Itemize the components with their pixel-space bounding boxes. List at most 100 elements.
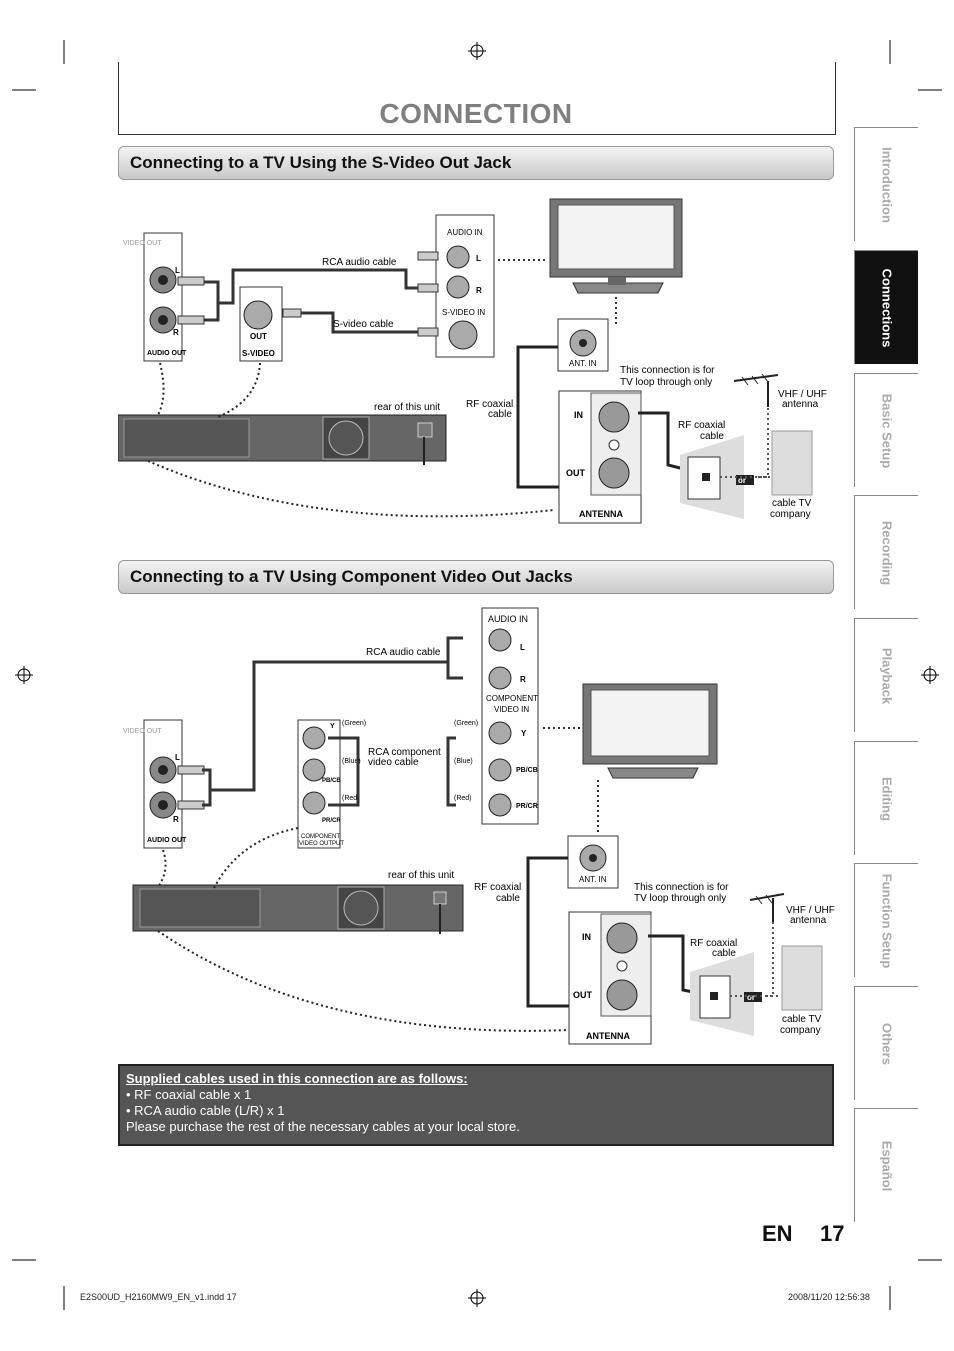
svg-text:This connection is for: This connection is for [634, 882, 729, 893]
label-cable-tv-1: cable TV [772, 498, 812, 509]
footer-date: 2008/11/20 12:56:38 [788, 1292, 870, 1302]
outdoor-antenna-icon [749, 893, 785, 922]
label-audio-out: AUDIO OUT [147, 350, 187, 357]
label-s-video-cable: S-video cable [333, 319, 394, 330]
tab-connections[interactable]: Connections [854, 250, 918, 364]
svg-text:L: L [520, 643, 525, 652]
svg-text:VIDEO OUT: VIDEO OUT [123, 728, 162, 735]
tab-introduction[interactable]: Introduction [854, 127, 918, 241]
svg-text:company: company [780, 1025, 821, 1036]
svg-text:antenna: antenna [790, 915, 827, 926]
svg-text:PR/CR: PR/CR [322, 818, 341, 824]
note-line: Please purchase the rest of the necessar… [126, 1119, 520, 1134]
cable-tv-building-icon [771, 430, 813, 496]
label-loop-note-2: TV loop through only [620, 377, 712, 388]
tv-icon [582, 683, 718, 779]
dvd-recorder-rear [118, 414, 447, 465]
svg-text:(Red): (Red) [454, 795, 472, 802]
svg-text:cable: cable [488, 409, 512, 420]
svg-text:RCA component: RCA component [368, 747, 441, 758]
svg-text:company: company [770, 509, 811, 520]
section-title: Connecting to a TV Using the S-Video Out… [130, 153, 512, 172]
svg-text:RF coaxial: RF coaxial [474, 882, 521, 893]
svg-text:IN: IN [582, 932, 591, 942]
supplied-cables-note: Supplied cables used in this connection … [118, 1064, 834, 1146]
label-loop-note-1: This connection is for [620, 365, 715, 376]
svg-text:R: R [520, 675, 526, 684]
dvd-audio-jack-panel: VIDEO OUT L R AUDIO OUT [123, 232, 187, 362]
svg-text:ANTENNA: ANTENNA [586, 1031, 630, 1041]
footer-file: E2S00UD_H2160MW9_EN_v1.indd 17 [80, 1292, 237, 1302]
svg-text:RCA audio cable: RCA audio cable [366, 647, 441, 658]
tab-basic-setup[interactable]: Basic Setup [854, 373, 918, 487]
svg-text:L: L [476, 254, 481, 263]
svg-text:(Red): (Red) [342, 795, 360, 802]
svg-text:AUDIO OUT: AUDIO OUT [147, 837, 187, 844]
tab-recording[interactable]: Recording [854, 495, 918, 609]
antenna-splitter: IN OUT ANTENNA [568, 911, 652, 1045]
svg-text:cable TV: cable TV [782, 1014, 822, 1025]
svg-text:PR/CR: PR/CR [516, 803, 538, 810]
label-video-out: VIDEO OUT [123, 240, 162, 247]
svg-text:(Blue): (Blue) [454, 758, 473, 765]
svg-text:antenna: antenna [782, 399, 819, 410]
tab-espanol[interactable]: Español [854, 1108, 918, 1222]
tab-playback[interactable]: Playback [854, 618, 918, 732]
page-language: EN [762, 1221, 793, 1246]
svg-text:(Green): (Green) [342, 720, 366, 727]
antenna-splitter: IN OUT ANTENNA [558, 390, 642, 524]
cable-tv-building-icon [781, 945, 823, 1011]
svg-text:Y: Y [521, 729, 527, 738]
svg-text:cable: cable [700, 431, 724, 442]
svideo-connection-diagram: VIDEO OUT L R AUDIO OUT OUT S-VIDEO RCA … [118, 198, 827, 524]
svg-text:COMPONENT: COMPONENT [486, 694, 538, 703]
svg-text:COMPONENT: COMPONENT [301, 834, 340, 840]
outdoor-antenna-icon [733, 373, 779, 407]
label-s-video: S-VIDEO [242, 349, 275, 358]
tab-editing[interactable]: Editing [854, 741, 918, 855]
svg-text:video cable: video cable [368, 757, 419, 768]
label-ant-in: ANT. IN [569, 359, 597, 368]
svg-text:VHF / UHF: VHF / UHF [786, 905, 835, 916]
dvd-recorder-rear [132, 884, 464, 934]
dvd-audio-jack-panel: VIDEO OUT L R AUDIO OUT [123, 719, 187, 849]
svg-text:OUT: OUT [566, 468, 586, 478]
note-line: • RCA audio cable (L/R) x 1 [126, 1103, 285, 1118]
svg-text:VIDEO OUTPUT: VIDEO OUTPUT [299, 841, 344, 847]
svg-text:cable: cable [496, 893, 520, 904]
label-rf-coaxial-1: RF coaxial [466, 399, 513, 410]
svg-text:R: R [173, 815, 179, 824]
tv-icon [549, 198, 683, 294]
svg-text:RF coaxial: RF coaxial [678, 420, 725, 431]
note-heading: Supplied cables used in this connection … [126, 1071, 468, 1086]
note-line: • RF coaxial cable x 1 [126, 1087, 252, 1102]
label-out: OUT [250, 332, 267, 341]
label-audio-in: AUDIO IN [447, 228, 483, 237]
label-r: R [173, 328, 179, 337]
label-or: or [738, 476, 746, 485]
section-title: Connecting to a TV Using Component Video… [130, 567, 573, 586]
label-antenna: ANTENNA [579, 509, 623, 519]
component-connection-diagram: VIDEO OUT L R AUDIO OUT RCA audio cable … [123, 607, 835, 1045]
svg-text:cable: cable [712, 948, 736, 959]
svg-text:OUT: OUT [573, 990, 593, 1000]
svg-text:PB/CB: PB/CB [516, 767, 538, 774]
svg-text:L: L [175, 753, 180, 762]
title-frame [118, 62, 836, 135]
svg-text:(Green): (Green) [454, 720, 478, 727]
svg-text:VIDEO IN: VIDEO IN [494, 705, 529, 714]
dvd-svideo-jack-panel: OUT S-VIDEO [239, 286, 283, 362]
label-l: L [175, 266, 180, 275]
svg-text:AUDIO IN: AUDIO IN [488, 614, 528, 624]
svg-text:TV loop through only: TV loop through only [634, 893, 726, 904]
svg-text:(Blue): (Blue) [342, 758, 361, 765]
tab-others[interactable]: Others [854, 986, 918, 1100]
label-rear-of-unit: rear of this unit [374, 402, 440, 413]
svg-text:ANT. IN: ANT. IN [579, 875, 607, 884]
tab-function-setup[interactable]: Function Setup [854, 863, 918, 977]
page-number: 17 [820, 1221, 845, 1246]
dvd-component-jack-panel: Y PB/CB PR/CR COMPONENT VIDEO OUTPUT [297, 719, 344, 849]
tv-component-input-panel: AUDIO IN L R COMPONENT VIDEO IN Y PB/CB … [481, 607, 539, 825]
svg-text:RF coaxial: RF coaxial [690, 938, 737, 949]
